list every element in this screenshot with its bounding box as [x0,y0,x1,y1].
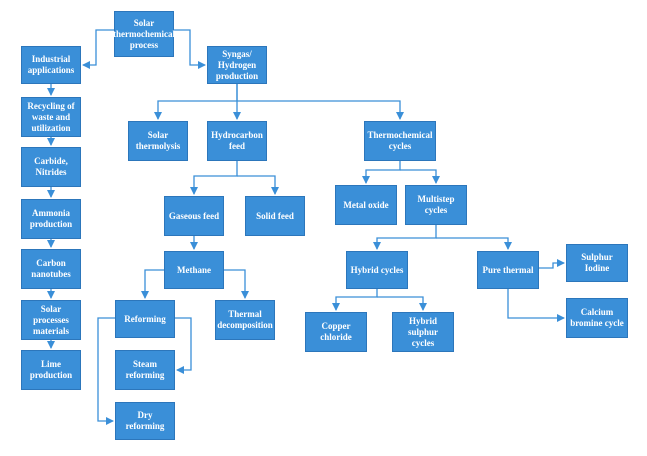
edge-syngas-to-thermolysis [154,84,238,120]
node-metal-oxide: Metal oxide [335,185,397,225]
node-dry-reforming: Dry reforming [115,402,175,440]
edge-methane-to-reforming [141,269,164,299]
node-industrial-applications: Industrial applications [21,46,81,84]
node-syngas-hydrogen-production: Syngas/ Hydrogen production [207,46,267,84]
node-thermochemical-cycles: Thermochemical cycles [364,121,436,161]
node-solar-thermolysis: Solar thermolysis [128,121,188,161]
node-hybrid-cycles: Hybrid cycles [346,251,408,289]
node-solid-feed: Solid feed [245,196,305,236]
edge-pure-to-calcium-bromine [507,289,565,322]
edge-multistep-to-pure-thermal [436,237,512,250]
edge-multistep-to-hybrid [373,225,437,250]
edge-solar-to-industrial [82,29,114,69]
node-thermal-decomposition: Thermal decomposition [215,300,275,340]
edge-thermo-to-metal-oxide [362,161,401,184]
edge-methane-to-thermal-decomp [224,269,249,299]
node-recycling-of-waste: Recycling of waste and utilization [21,97,81,137]
node-hybrid-sulphur-cycles: Hybrid sulphur cycles [392,312,454,352]
node-carbide-nitrides: Carbide, Nitrides [21,147,81,187]
edge-solar-to-syngas [174,29,206,69]
node-reforming: Reforming [115,300,175,338]
node-solar-processes-materials: Solar processes materials [21,300,81,340]
node-pure-thermal: Pure thermal [477,251,539,289]
node-solar-thermochemical-process: Solar thermochemical process [113,11,175,57]
node-methane: Methane [164,251,224,289]
node-calcium-bromine-cycle: Calcium bromine cycle [566,298,628,338]
edge-reforming-to-dry [97,317,115,425]
edge-reforming-to-steam [175,317,192,374]
node-multistep-cycles: Multistep cycles [405,185,467,225]
node-carbon-nanotubes: Carbon nanotubes [21,249,81,289]
node-steam-reforming: Steam reforming [115,350,175,390]
node-sulphur-iodine: Sulphur Iodine [566,244,628,282]
edge-hydrocarbon-to-gaseous [190,161,238,195]
edge-hydrocarbon-to-solid [237,175,279,195]
edge-pure-to-sulphur-iodine [539,259,565,269]
edge-hybrid-to-hybrid-sulphur [377,296,427,311]
node-ammonia-production: Ammonia production [21,199,81,239]
node-gaseous-feed: Gaseous feed [164,196,224,236]
edge-syngas-to-thermochemical [237,100,404,120]
node-copper-chloride: Copper chloride [305,312,367,352]
node-hydrocarbon-feed: Hydrocarbon feed [207,121,267,161]
node-lime-production: Lime production [21,350,81,390]
edge-hybrid-to-copper [332,289,378,311]
edge-thermo-to-multistep [400,169,440,184]
